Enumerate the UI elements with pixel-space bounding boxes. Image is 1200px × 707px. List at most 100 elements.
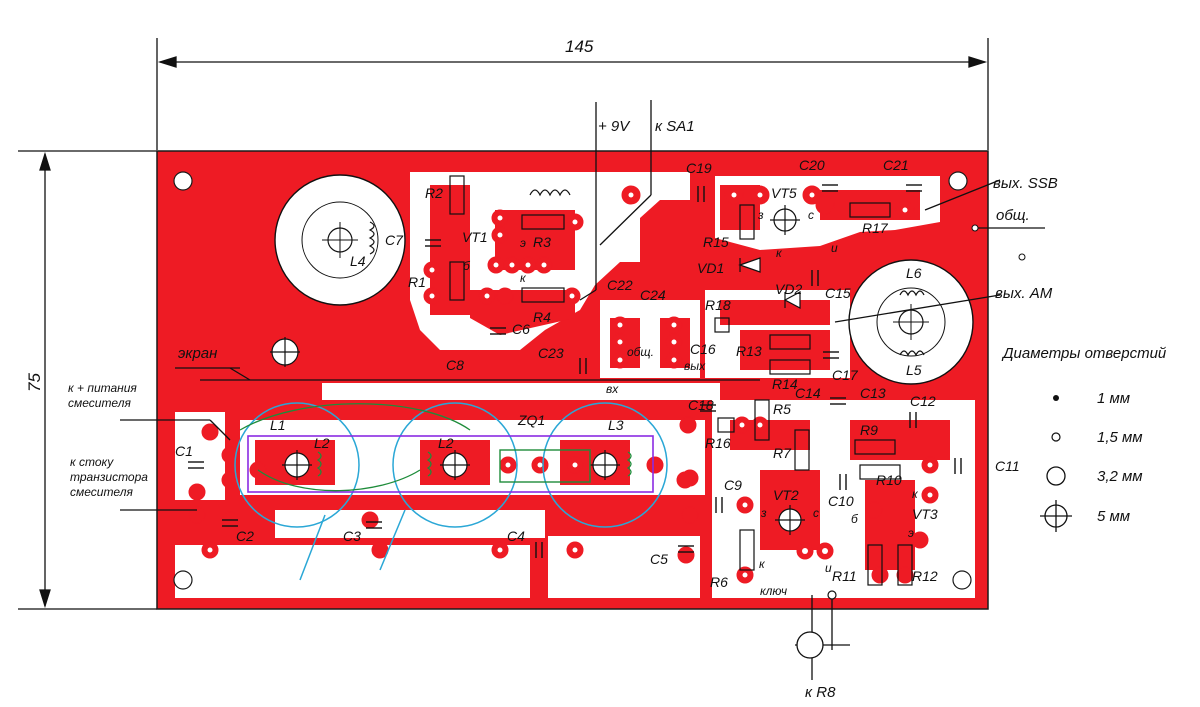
label-r7: R7: [773, 445, 792, 461]
pin-vt3-e: э: [908, 526, 914, 540]
legend-marker-1-5mm: [1051, 432, 1061, 442]
label-vd1: VD1: [697, 260, 724, 276]
label-drain-1: к стоку: [70, 455, 114, 469]
label-l5: L5: [906, 362, 922, 378]
pin-vt2-k: к: [759, 557, 766, 571]
label-r14: R14: [772, 376, 798, 392]
label-l1: L1: [270, 417, 286, 433]
pin-vt2-z: з: [760, 506, 767, 520]
label-c14: C14: [795, 385, 821, 401]
label-r15: R15: [703, 234, 729, 250]
label-c6: C6: [512, 321, 530, 337]
label-r18: R18: [705, 297, 731, 313]
label-vd2: VD2: [775, 281, 802, 297]
pin-vt3-b: б: [851, 512, 859, 526]
label-l6: L6: [906, 265, 922, 281]
label-c18: C18: [688, 397, 714, 413]
label-r3: R3: [533, 234, 551, 250]
label-c12: C12: [910, 393, 936, 409]
legend-marker-5mm: [1040, 500, 1072, 532]
label-vt2: VT2: [773, 487, 799, 503]
label-mixer-supply-2: смесителя: [68, 396, 131, 410]
label-c2: C2: [236, 528, 254, 544]
label-l2b: L2: [438, 435, 454, 451]
legend-marker-1mm: [1053, 395, 1059, 401]
mixer-windings: [239, 403, 632, 492]
label-r10: R10: [876, 472, 902, 488]
legend-label-1-5mm: 1,5 мм: [1097, 429, 1143, 446]
label-out-ssb: вых. SSB: [993, 175, 1058, 192]
mixer-box: [247, 435, 654, 493]
height-dimension: 75: [25, 373, 44, 392]
label-out-am: вых. АМ: [995, 285, 1053, 302]
common-hole: [971, 224, 979, 232]
label-to-r8: к R8: [805, 684, 836, 701]
width-dimension: 145: [565, 37, 594, 56]
component-outlines: [449, 175, 913, 586]
legend-label-1mm: 1 мм: [1097, 390, 1130, 407]
label-c9: C9: [724, 477, 742, 493]
pin-in: вх: [606, 382, 619, 396]
label-c19: C19: [686, 160, 712, 176]
label-r13: R13: [736, 343, 762, 359]
coil-l4: [274, 174, 406, 306]
label-c22: C22: [607, 277, 633, 293]
legend-label-5mm: 5 мм: [1097, 508, 1130, 525]
pin-vt3-k: к: [912, 487, 919, 501]
label-plus-9v: + 9V: [598, 118, 631, 135]
pin-vt2-s: с: [813, 506, 819, 520]
pin-vt5-z: з: [757, 208, 764, 222]
label-c7: C7: [385, 232, 404, 248]
pin-vt1-e: э: [520, 236, 526, 250]
crystal-box: [499, 449, 591, 483]
label-l2a: L2: [314, 435, 330, 451]
label-r2: R2: [425, 185, 443, 201]
label-c16: C16: [690, 341, 716, 357]
label-c1: C1: [175, 443, 193, 459]
r8-hole: [796, 631, 824, 659]
label-r11: R11: [832, 568, 857, 584]
label-l4: L4: [350, 253, 366, 269]
pin-vt5-k: к: [776, 246, 783, 260]
label-drain-3: смесителя: [70, 485, 133, 499]
label-common: общ.: [996, 207, 1030, 224]
coil-l6: [848, 259, 974, 385]
hole-legend: Диаметры отверстий 1 мм 1,5 мм 3,2 мм 5 …: [1001, 345, 1167, 532]
label-r16: R16: [705, 435, 731, 451]
label-vt5: VT5: [771, 185, 797, 201]
pin-vt5-s: с: [808, 208, 814, 222]
capacitor-symbols: [188, 184, 962, 558]
label-c17: C17: [832, 367, 859, 383]
label-zq1: ZQ1: [517, 412, 545, 428]
label-to-sa1: к SA1: [655, 118, 695, 135]
label-c8: C8: [446, 357, 464, 373]
label-r6: R6: [710, 574, 728, 590]
label-drain-2: транзистора: [70, 470, 148, 484]
label-c21: C21: [883, 157, 909, 173]
label-r12: R12: [912, 568, 938, 584]
label-r5: R5: [773, 401, 791, 417]
pin-vt2-i: и: [825, 561, 832, 575]
label-c23: C23: [538, 345, 564, 361]
pin-vt1-k: к: [520, 271, 527, 285]
label-c3: C3: [343, 528, 361, 544]
holes-5mm: [270, 205, 805, 535]
label-c4: C4: [507, 528, 525, 544]
pin-common: общ.: [627, 345, 654, 359]
pad-holes: [207, 192, 933, 578]
label-mixer-supply-1: к + питания: [68, 381, 137, 395]
pin-out: вых: [684, 359, 706, 373]
label-c10: C10: [828, 493, 854, 509]
label-l3: L3: [608, 417, 624, 433]
legend-title: Диаметры отверстий: [1001, 345, 1167, 362]
label-screen: экран: [178, 345, 217, 362]
label-r9: R9: [860, 422, 878, 438]
label-vt1: VT1: [462, 229, 488, 245]
label-key: ключ: [760, 584, 787, 598]
component-labels: L1 L2 L2 L3 L4 L5 L6 ZQ1 C1 C2 C3 C4 C5 …: [175, 157, 1020, 590]
label-c15: C15: [825, 285, 851, 301]
r8-pad-1: [827, 590, 837, 600]
label-r17: R17: [862, 220, 889, 236]
label-c24: C24: [640, 287, 666, 303]
